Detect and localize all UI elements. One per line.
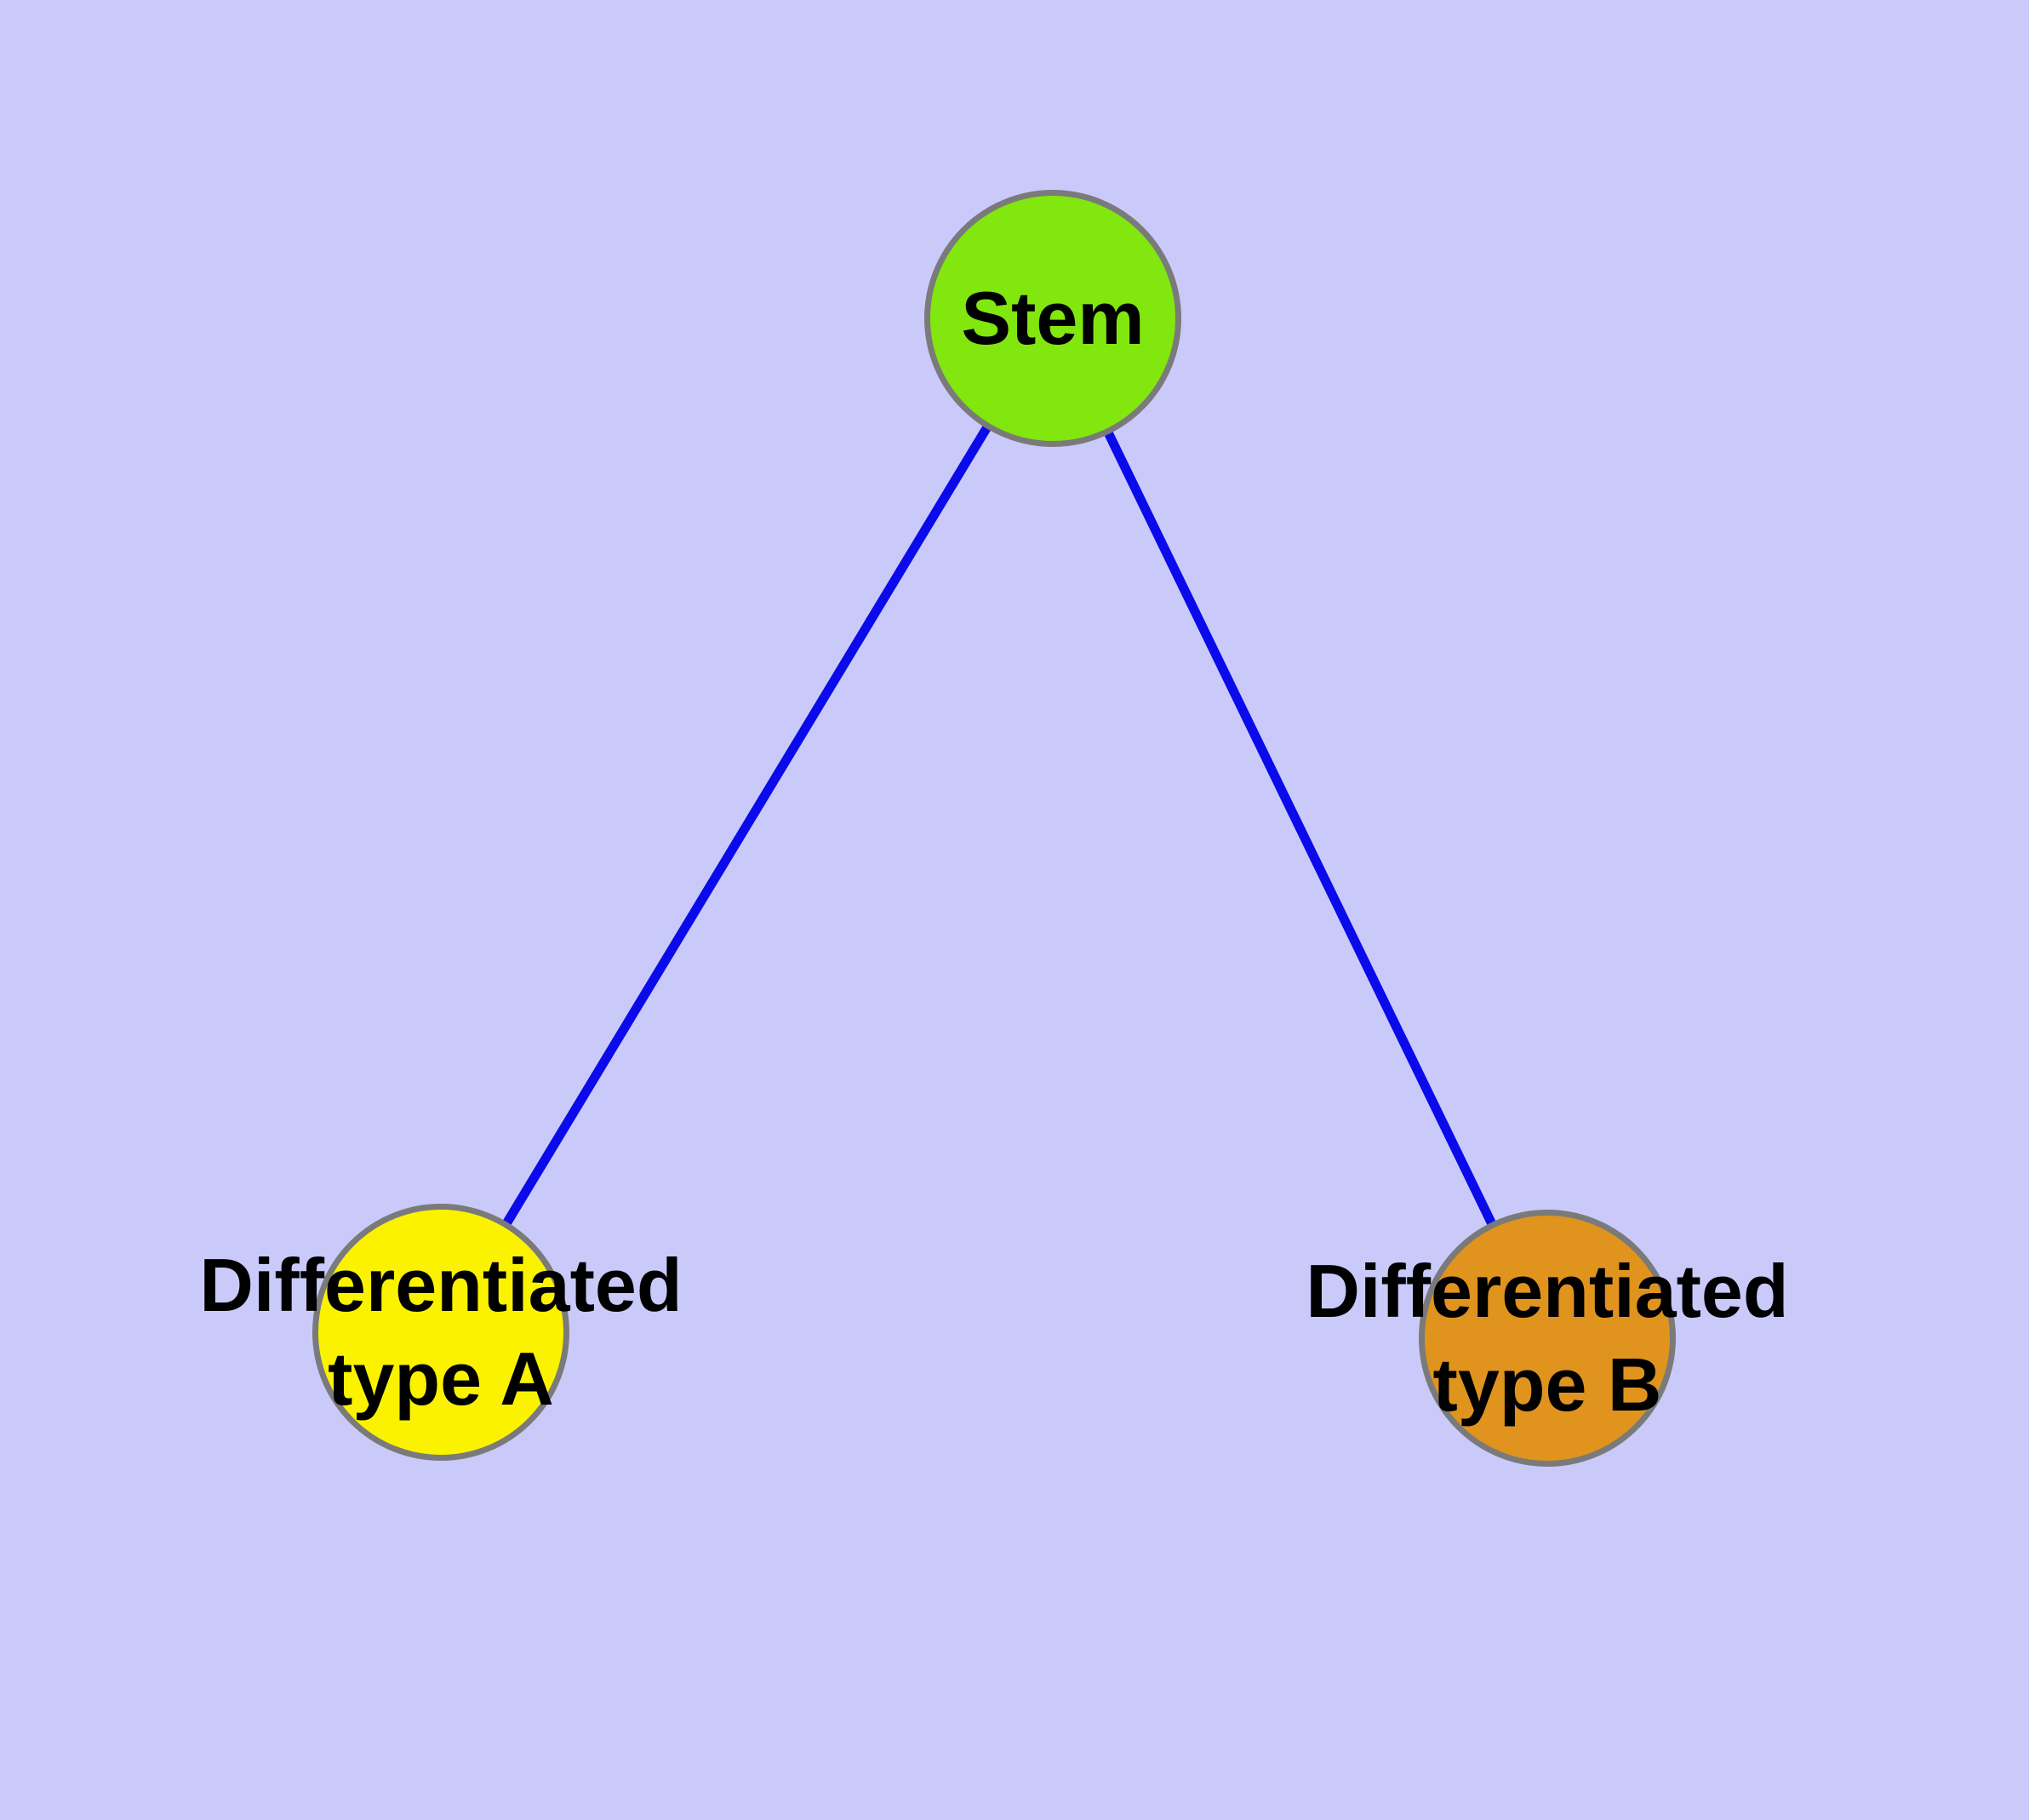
node-differentiated-type-b[interactable] bbox=[1419, 1210, 1676, 1467]
node-differentiated-type-a-label: Differentiated type A bbox=[199, 1243, 683, 1421]
edge-stem-typeB bbox=[1049, 316, 1552, 1341]
node-differentiated-type-b-label: Differentiated type B bbox=[1306, 1249, 1789, 1427]
node-stem[interactable] bbox=[924, 190, 1181, 447]
node-differentiated-type-a[interactable] bbox=[312, 1204, 569, 1461]
node-stem-label: Stem bbox=[961, 276, 1145, 360]
edge-stem-typeA bbox=[437, 316, 1057, 1335]
